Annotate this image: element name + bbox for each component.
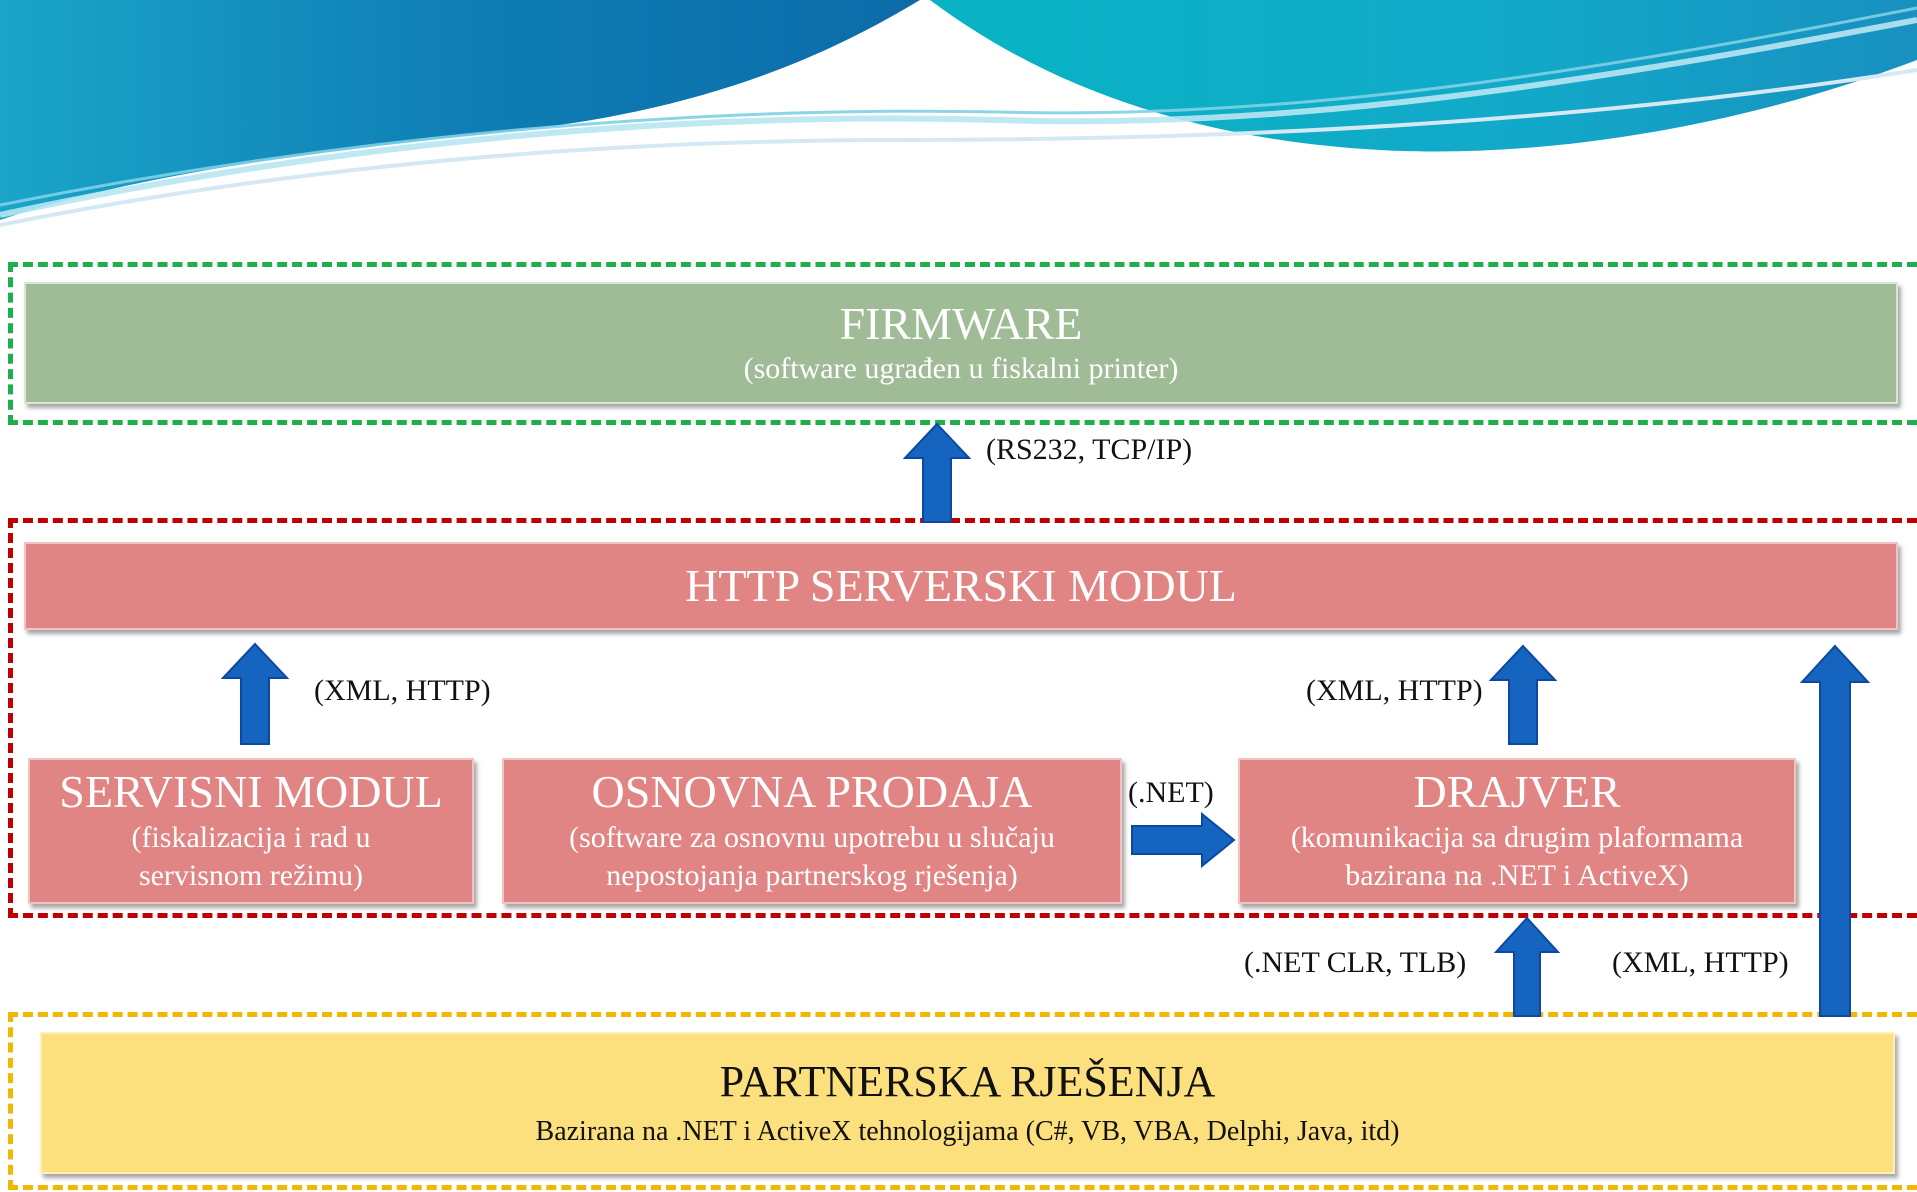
partnerska-subtitle: Bazirana na .NET i ActiveX tehnologijama…	[535, 1115, 1400, 1147]
arrow-up-icon	[221, 642, 289, 745]
drajver-box: DRAJVER (komunikacija sa drugim plaforma…	[1238, 758, 1796, 904]
label-xml-http-mid: (XML, HTTP)	[1306, 674, 1483, 707]
firmware-subtitle: (software ugrađen u fiskalni printer)	[743, 352, 1179, 386]
label-net-clr-tlb: (.NET CLR, TLB)	[1244, 946, 1467, 979]
partnerska-rjesenja-box: PARTNERSKA RJEŠENJA Bazirana na .NET i A…	[40, 1032, 1895, 1174]
label-xml-http-left: (XML, HTTP)	[314, 674, 491, 707]
osnovna-prodaja-title: OSNOVNA PRODAJA	[591, 766, 1033, 818]
arrow-up-icon	[1489, 644, 1557, 745]
servisni-modul-box: SERVISNI MODUL (fiskalizacija i rad u se…	[28, 758, 474, 904]
osnovna-prodaja-desc-line1: (software za osnovnu upotrebu u slučaju	[569, 821, 1055, 855]
osnovna-prodaja-desc-line2: nepostojanja partnerskog rješenja)	[606, 859, 1018, 893]
drajver-desc-line1: (komunikacija sa drugim plaformama	[1290, 821, 1744, 855]
partner-zone	[8, 1012, 1917, 1190]
label-dotnet: (.NET)	[1128, 776, 1214, 809]
http-module-title: HTTP SERVERSKI MODUL	[685, 559, 1237, 611]
http-module-box: HTTP SERVERSKI MODUL	[24, 542, 1898, 630]
label-rs232-tcpip: (RS232, TCP/IP)	[986, 433, 1193, 466]
firmware-box: FIRMWARE (software ugrađen u fiskalni pr…	[24, 282, 1898, 404]
servisni-modul-desc-line2: servisnom režimu)	[138, 859, 364, 893]
osnovna-prodaja-box: OSNOVNA PRODAJA (software za osnovnu upo…	[502, 758, 1122, 904]
label-xml-http-right: (XML, HTTP)	[1612, 946, 1789, 979]
drajver-desc-line2: bazirana na .NET i ActiveX)	[1345, 859, 1689, 893]
firmware-zone	[8, 262, 1917, 425]
arrow-right-icon	[1131, 812, 1236, 868]
firmware-title: FIRMWARE	[839, 297, 1083, 349]
servisni-modul-desc-line1: (fiskalizacija i rad u	[131, 821, 371, 855]
http-zone	[8, 518, 1917, 918]
servisni-modul-title: SERVISNI MODUL	[59, 766, 443, 818]
drajver-title: DRAJVER	[1413, 766, 1621, 818]
partnerska-title: PARTNERSKA RJEŠENJA	[719, 1056, 1216, 1106]
header-wave-decoration	[0, 0, 1917, 227]
arrow-up-icon	[1494, 916, 1560, 1017]
arrow-up-icon	[903, 422, 971, 523]
arrow-up-icon	[1800, 644, 1870, 1017]
